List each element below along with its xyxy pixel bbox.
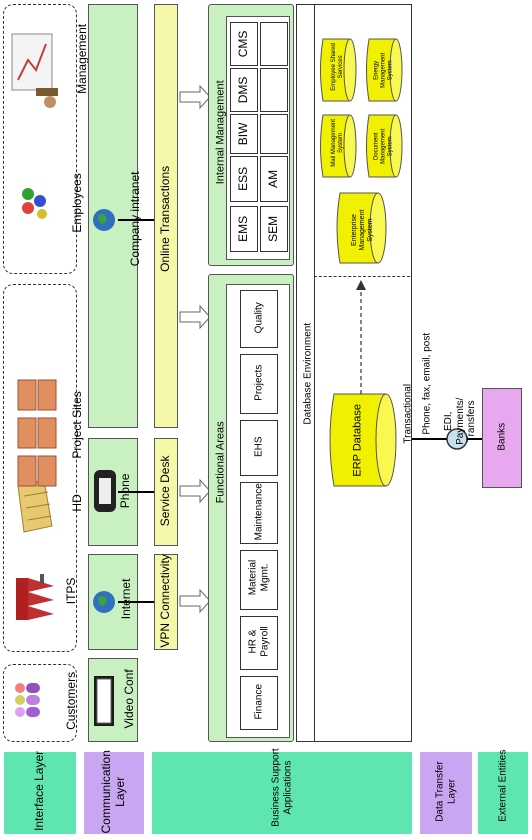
system-label: Energy Management System — [373, 52, 394, 88]
employees-label: Employees — [70, 173, 85, 233]
banks-box — [482, 388, 522, 488]
system-label: Enterprise Management System — [350, 209, 375, 251]
employee-shared-services-cylinder — [320, 38, 357, 102]
functional-area-maintenance — [240, 482, 278, 544]
functional-area-projects — [240, 354, 278, 414]
functional-area-label: Material Mgmt. — [247, 559, 271, 596]
layer-interface: Interface Layer — [4, 750, 76, 834]
globe-icon — [92, 590, 116, 614]
sites-group — [3, 284, 77, 652]
internet-label: Internet — [119, 578, 134, 620]
functional-area-label: Maintenance — [253, 483, 265, 541]
layer-communication-label: Communication Layer — [99, 750, 127, 834]
phone-fax-label: Phone, fax, email, post — [421, 332, 433, 435]
flow-arrows — [179, 84, 211, 614]
arrow-right-icon — [179, 304, 211, 330]
monitor-icon — [92, 674, 118, 728]
grid-cell-label: AM — [266, 169, 281, 188]
connector-line — [118, 219, 154, 221]
banks-label: Banks — [496, 422, 508, 451]
video-conf-label: Video Conf — [122, 669, 137, 729]
functional-area-label: Projects — [253, 364, 265, 401]
database-divider — [314, 276, 410, 277]
buildings-icon — [16, 378, 60, 488]
functional-area-label: EHS — [253, 436, 265, 458]
enterprise-management-cylinder — [336, 192, 387, 264]
edi-label: EDI, Payments/ Transfers — [442, 397, 477, 445]
system-label: Document Management System — [373, 128, 394, 164]
itps-label: ITPS — [64, 577, 79, 605]
functional-area-hr-payroll — [240, 616, 278, 670]
layer-communication: Communication Layer — [84, 750, 144, 834]
grid-cell-empty — [260, 68, 288, 112]
layer-data-transfer: Data Transfer Layer — [420, 752, 472, 834]
arrow-right-icon — [179, 588, 211, 614]
database-environment-panel — [296, 4, 412, 742]
project-sites-label: Project Sites — [70, 391, 85, 459]
database-divider — [314, 4, 315, 742]
grid-cell-label: DMS — [236, 76, 251, 104]
grid-cell-cms — [230, 22, 258, 66]
grid-cell-label: ESS — [236, 166, 251, 191]
online-transactions-box — [154, 4, 178, 428]
functional-area-label: Finance — [253, 683, 265, 720]
grid-cell-dms — [230, 68, 258, 112]
vpn-connectivity-label: VPN Connectivity — [158, 554, 173, 648]
phone-icon — [92, 466, 118, 516]
transfer-node-icon — [446, 428, 468, 450]
grid-cell-ess — [230, 156, 258, 202]
transactional-label: Transactional — [402, 383, 414, 444]
functional-area-quality — [240, 290, 278, 348]
customers-label: Customers — [64, 671, 79, 730]
grid-cell-label: EMS — [236, 215, 251, 242]
grid-cell-biw — [230, 114, 258, 154]
service-desk-box — [154, 438, 178, 546]
energy-management-cylinder — [366, 38, 403, 102]
erp-database-label: ERP Database — [351, 404, 364, 477]
customers-group — [3, 664, 77, 742]
service-desk-label: Service Desk — [158, 455, 173, 527]
database-environment-title: Database Environment — [302, 322, 314, 425]
connector-line — [118, 491, 154, 493]
grid-cell-label: CMS — [236, 30, 251, 58]
functional-area-finance — [240, 676, 278, 730]
grid-cell-label: SEM — [266, 215, 281, 242]
grid-cell-sem — [260, 206, 288, 252]
online-transactions-label: Online Transactions — [158, 165, 173, 272]
grid-cell-label: BIW — [236, 122, 251, 146]
grid-cell-am — [260, 156, 288, 202]
presentation-icon — [10, 30, 62, 110]
hd-label: HD — [70, 494, 85, 512]
document-management-cylinder — [366, 114, 403, 178]
globe-icon — [92, 208, 116, 232]
people-icon — [14, 680, 42, 720]
layer-business: Business Support Applications — [152, 748, 412, 834]
system-label: Mail Management System — [331, 119, 344, 167]
people-icon — [20, 186, 50, 222]
functional-area-ehs — [240, 420, 278, 476]
functional-area-label: HR & Payroll — [247, 626, 271, 657]
layer-business-label: Business Support Applications — [270, 748, 294, 827]
layer-external: External Entities — [478, 750, 528, 834]
functional-area-material-mgmt — [240, 550, 278, 610]
dashed-arrow — [356, 280, 366, 394]
grid-cell-empty — [260, 114, 288, 154]
functional-area-label: Quality — [253, 302, 265, 334]
arrow-right-icon — [179, 84, 211, 110]
vpn-connectivity-box — [154, 554, 178, 650]
connector-line — [118, 601, 154, 603]
warehouse-icon — [14, 476, 56, 536]
erp-database-cylinder — [329, 393, 397, 487]
staff-group — [3, 4, 77, 274]
layer-interface-label: Interface Layer — [32, 750, 47, 831]
grid-cell-ems — [230, 206, 258, 252]
system-label: Employee Shared Services — [331, 43, 344, 91]
arrow-right-icon — [179, 478, 211, 504]
layer-data-transfer-label: Data Transfer Layer — [434, 761, 458, 822]
factory-icon — [14, 574, 56, 624]
mail-management-cylinder — [320, 114, 357, 178]
layer-external-label: External Entities — [497, 749, 509, 822]
grid-cell-empty — [260, 22, 288, 66]
